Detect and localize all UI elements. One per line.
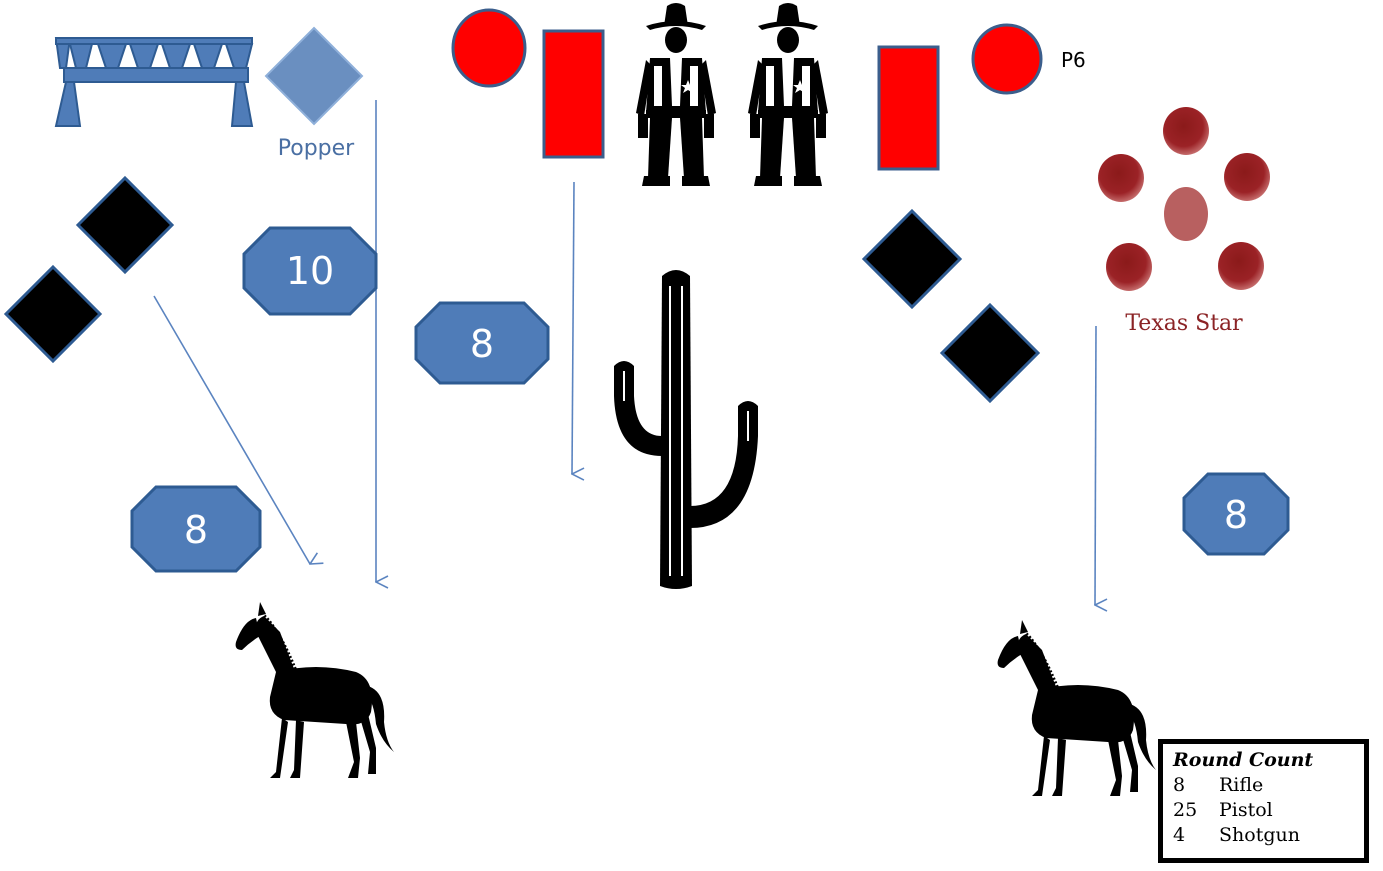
arrow-line	[572, 181, 574, 474]
count-label: 8	[184, 508, 208, 552]
horse-icon	[995, 618, 1158, 798]
count-octagon: 8	[414, 301, 550, 385]
count-label: 8	[1224, 493, 1248, 537]
shooting-table	[54, 37, 254, 127]
round-count-row: 25 Pistol	[1173, 798, 1364, 823]
arrow-line	[153, 295, 310, 564]
cowboy-target-icon	[748, 3, 828, 186]
count-octagon: 8	[1182, 472, 1290, 556]
horse-icon	[233, 600, 396, 780]
black-diamond-target	[861, 208, 963, 310]
round-count-number: 4	[1173, 824, 1186, 846]
round-count-number: 25	[1173, 799, 1198, 821]
texas-star-label: Texas Star	[1125, 311, 1243, 336]
round-count-row: 8 Rifle	[1173, 773, 1364, 798]
cactus-icon	[613, 269, 759, 590]
arrow-line	[1095, 325, 1096, 605]
round-count-weapon: Rifle	[1219, 774, 1264, 796]
p6-label: P6	[1061, 48, 1086, 72]
count-label: 10	[286, 249, 334, 293]
cowboy-target-icon	[636, 3, 716, 186]
red-rectangle-target	[542, 29, 605, 159]
round-count-weapon: Pistol	[1219, 799, 1273, 821]
round-count-box: Round Count 8 Rifle 25 Pistol 4 Shotgun	[1158, 739, 1369, 863]
black-diamond-target	[75, 175, 175, 275]
round-count-number: 8	[1173, 774, 1186, 796]
count-octagon: 10	[242, 226, 378, 316]
red-circle-target	[451, 8, 527, 88]
texas-star-target: Texas Star	[1098, 107, 1270, 336]
red-circle-target	[971, 23, 1043, 95]
round-count-title: Round Count	[1173, 749, 1314, 771]
round-count-weapon: Shotgun	[1219, 824, 1300, 846]
count-octagon: 8	[130, 485, 262, 573]
popper-label: Popper	[278, 136, 355, 161]
black-diamond-target	[3, 264, 103, 364]
count-label: 8	[470, 322, 494, 366]
red-rectangle-target	[877, 45, 940, 171]
round-count-row: 4 Shotgun	[1173, 823, 1364, 848]
popper-target: Popper	[264, 26, 364, 161]
black-diamond-target	[939, 302, 1041, 404]
